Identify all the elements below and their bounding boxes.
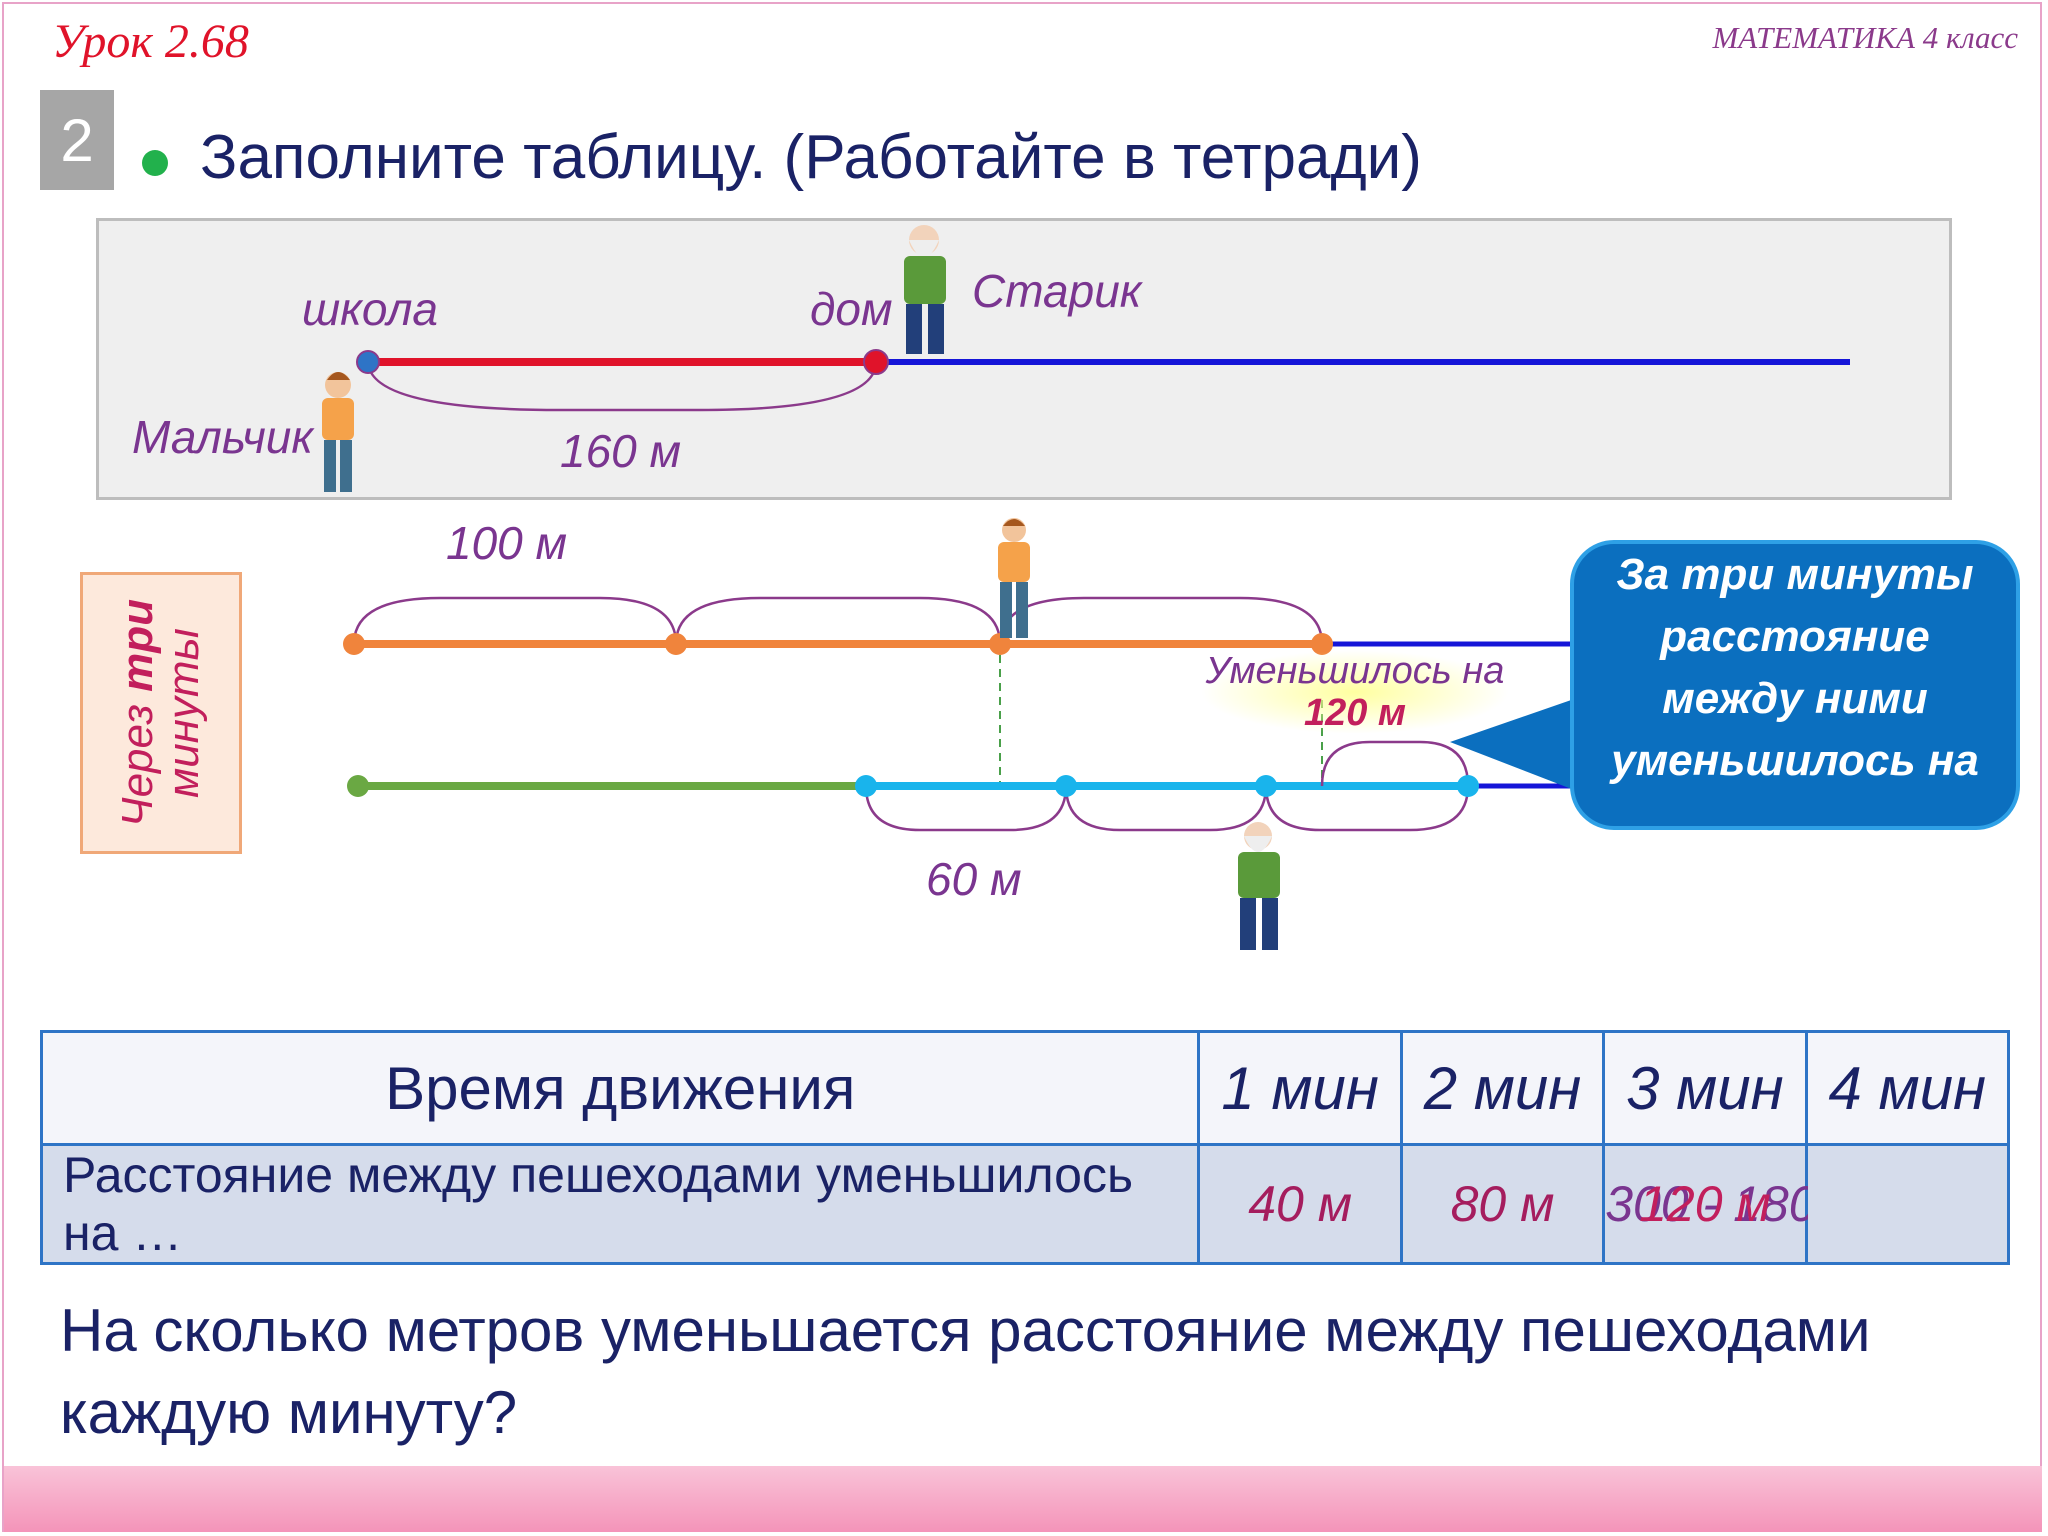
old-man-point: [1255, 775, 1277, 797]
callout-tail: [1450, 690, 1600, 800]
boy-point: [343, 633, 365, 655]
home-label: дом: [810, 283, 893, 335]
boy-point: [665, 633, 687, 655]
task-number: 2: [40, 90, 114, 190]
header-minute: 4 мин: [1804, 1030, 2011, 1146]
decreased-label: Уменьшилось на: [1205, 650, 1505, 692]
school-label: школа: [302, 283, 439, 335]
value-cell[interactable]: 40 м: [1197, 1143, 1403, 1265]
home-point-2: [347, 775, 369, 797]
table-row: Расстояние между пешеходами уменьшилось …: [39, 1143, 2011, 1265]
callout-line: расстояние: [1660, 612, 1930, 661]
callout-bubble: За три минуты расстояние между ними умен…: [1570, 540, 2020, 847]
overlap-text-expression: 300 - 180: [1605, 1176, 1817, 1232]
boy-point: [1311, 633, 1333, 655]
boy-figure-bottom: [998, 518, 1030, 638]
footer-band: [4, 1466, 2042, 1532]
old-man-point: [1457, 775, 1479, 797]
value-cell-overlapping[interactable]: 300 - 180 120 м: [1602, 1143, 1817, 1265]
after-three-minutes-text: Через три минуты: [112, 598, 208, 828]
decreased-value: 120 м: [1303, 692, 1407, 734]
header-minute: 2 мин: [1399, 1030, 1606, 1146]
callout-line: За три минуты: [1616, 550, 1974, 599]
value-cell[interactable]: [1804, 1143, 2011, 1265]
boy-figure-top: [322, 372, 354, 492]
decreased-note: Уменьшилось на 120 м: [1200, 650, 1510, 734]
after-three-minutes-box: Через три минуты: [80, 572, 242, 854]
bullet-icon: [142, 150, 168, 176]
header-minute: 1 мин: [1197, 1030, 1403, 1146]
old-man-point: [1055, 775, 1077, 797]
distance-arc: [366, 361, 878, 412]
subject-title: МАТЕМАТИКА 4 класс: [1712, 20, 2018, 55]
header-minute: 3 мин: [1602, 1030, 1808, 1146]
old-man-label: Старик: [972, 265, 1142, 317]
boy-point: [989, 633, 1011, 655]
row-label: Расстояние между пешеходами уменьшилось …: [39, 1143, 1201, 1265]
old-man-step-arcs: [864, 740, 1470, 832]
home-point: [863, 349, 889, 375]
callout-line: уменьшилось на: [1611, 736, 1979, 785]
school-point: [356, 350, 380, 374]
question-text: На сколько метров уменьшается расстояние…: [60, 1297, 1871, 1446]
task-text: Заполните таблицу. (Работайте в тетради): [200, 123, 1422, 192]
header-time-label: Время движения: [39, 1030, 1201, 1146]
boy-step-arcs: [352, 596, 1324, 645]
old-man-figure-bottom: [1238, 822, 1280, 950]
boy-label: Мальчик: [132, 411, 314, 463]
motion-table: Время движения 1 мин 2 мин 3 мин 4 мин Р…: [39, 1030, 2011, 1265]
old-man-figure-top: [904, 225, 946, 354]
callout-line: …: [1773, 798, 1817, 847]
old-man-step-label: 60 м: [926, 853, 1022, 905]
value-cell[interactable]: 80 м: [1399, 1143, 1606, 1265]
old-man-point: [855, 775, 877, 797]
callout-line: между ними: [1662, 674, 1928, 723]
distance-label: 160 м: [560, 425, 682, 477]
boy-step-label: 100 м: [446, 517, 568, 569]
overlap-text-answer: 120 м: [1639, 1176, 1771, 1232]
table-header-row: Время движения 1 мин 2 мин 3 мин 4 мин: [39, 1030, 2011, 1146]
lesson-number: Урок 2.68: [52, 15, 249, 68]
